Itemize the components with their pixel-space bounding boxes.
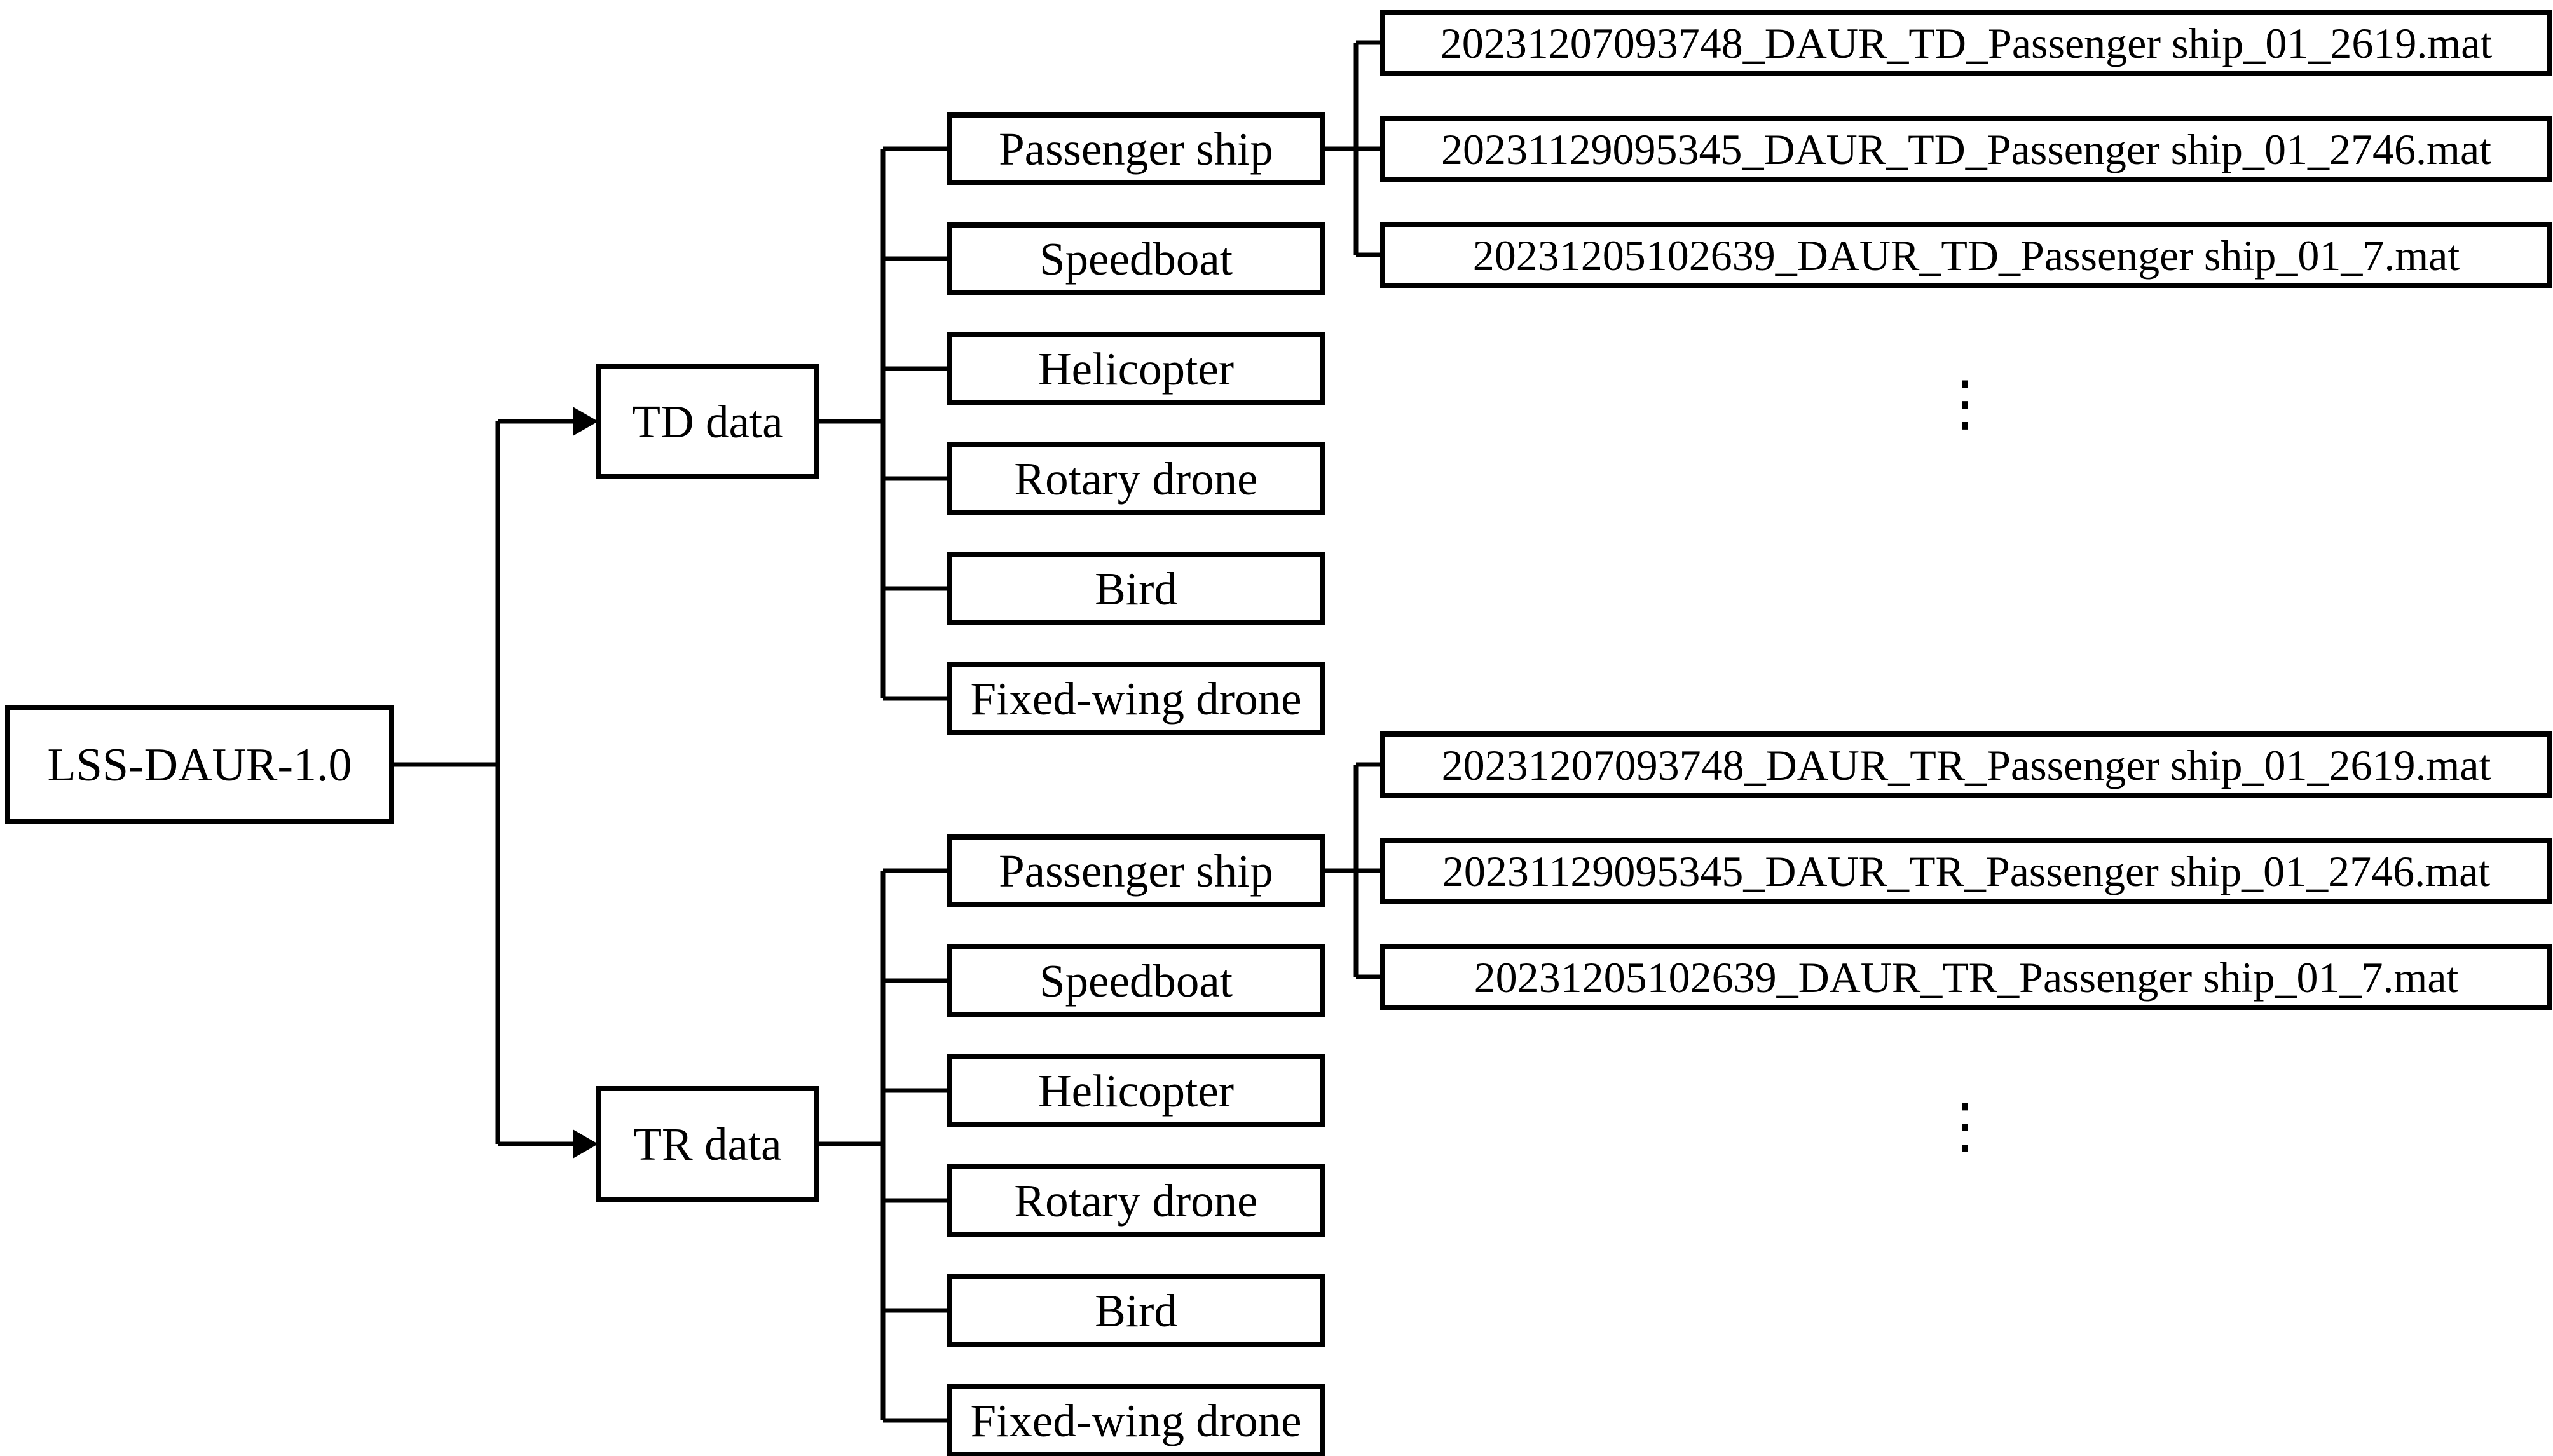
node-box	[947, 222, 1325, 295]
td-category-speedboat: Speedboat	[947, 222, 1325, 295]
td-arrowhead-icon	[573, 407, 598, 436]
tr-file-1: 20231207093748_DAUR_TR_Passenger ship_01…	[1380, 731, 2552, 798]
node-label: Bird	[1095, 563, 1177, 615]
node-label: Speedboat	[1039, 955, 1233, 1007]
node-label: Passenger ship	[999, 123, 1273, 175]
node-label: LSS-DAUR-1.0	[48, 739, 352, 791]
tr-more-files-ellipsis-icon: ⋮	[1934, 1090, 1995, 1161]
node-box	[596, 1086, 819, 1202]
node-label: 20231207093748_DAUR_TD_Passenger ship_01…	[1441, 19, 2493, 67]
node-box	[1380, 10, 2552, 76]
node-box	[947, 1384, 1325, 1456]
node-label: TR data	[633, 1119, 781, 1170]
td-file-2: 20231129095345_DAUR_TD_Passenger ship_01…	[1380, 116, 2552, 182]
node-label: Fixed-wing drone	[970, 673, 1301, 725]
node-label: Fixed-wing drone	[970, 1395, 1301, 1446]
td-category-helicopter: Helicopter	[947, 332, 1325, 405]
tr-file-2: 20231129095345_DAUR_TR_Passenger ship_01…	[1380, 838, 2552, 904]
node-box	[947, 1274, 1325, 1347]
node-box	[947, 332, 1325, 405]
node-label: 20231205102639_DAUR_TR_Passenger ship_01…	[1474, 953, 2459, 1002]
node-box	[596, 364, 819, 479]
node-label: Passenger ship	[999, 845, 1273, 897]
node-label: Rotary drone	[1014, 1175, 1257, 1227]
node-box	[1380, 731, 2552, 798]
node-box	[1380, 838, 2552, 904]
connector-lines	[392, 40, 1383, 1423]
node-dataset-root: LSS-DAUR-1.0	[5, 705, 394, 824]
tr-category-speedboat: Speedboat	[947, 944, 1325, 1017]
node-box	[947, 944, 1325, 1017]
node-box	[947, 1164, 1325, 1237]
tr-category-fixed-wing-drone: Fixed-wing drone	[947, 1384, 1325, 1456]
node-box	[5, 705, 394, 824]
tr-file-3: 20231205102639_DAUR_TR_Passenger ship_01…	[1380, 944, 2552, 1010]
node-label: 20231129095345_DAUR_TR_Passenger ship_01…	[1442, 847, 2490, 895]
node-label: Helicopter	[1038, 1065, 1234, 1117]
tr-category-rotary-drone: Rotary drone	[947, 1164, 1325, 1237]
node-label: Bird	[1095, 1285, 1177, 1337]
node-label: 20231129095345_DAUR_TD_Passenger ship_01…	[1441, 125, 2491, 173]
node-box	[1380, 116, 2552, 182]
td-more-files-ellipsis-icon: ⋮	[1934, 367, 1995, 439]
node-box	[947, 442, 1325, 515]
tr-category-bird: Bird	[947, 1274, 1325, 1347]
node-label: Speedboat	[1039, 233, 1233, 285]
node-tr-data: TR data	[596, 1086, 819, 1202]
tr-arrowhead-icon	[573, 1129, 598, 1159]
td-category-rotary-drone: Rotary drone	[947, 442, 1325, 515]
tr-category-helicopter: Helicopter	[947, 1054, 1325, 1127]
td-file-1: 20231207093748_DAUR_TD_Passenger ship_01…	[1380, 10, 2552, 76]
node-box	[947, 662, 1325, 735]
node-box	[1380, 944, 2552, 1010]
td-category-bird: Bird	[947, 552, 1325, 625]
td-file-3: 20231205102639_DAUR_TD_Passenger ship_01…	[1380, 222, 2552, 288]
node-td-data: TD data	[596, 364, 819, 479]
td-category-passenger-ship: Passenger ship	[947, 112, 1325, 185]
node-box	[1380, 222, 2552, 288]
node-label: 20231207093748_DAUR_TR_Passenger ship_01…	[1442, 741, 2491, 789]
node-label: TD data	[632, 396, 783, 447]
node-box	[947, 1054, 1325, 1127]
td-category-fixed-wing-drone: Fixed-wing drone	[947, 662, 1325, 735]
node-label: Rotary drone	[1014, 453, 1257, 505]
node-box	[947, 112, 1325, 185]
node-label: Helicopter	[1038, 343, 1234, 395]
node-box	[947, 552, 1325, 625]
node-box	[947, 834, 1325, 907]
tr-category-passenger-ship: Passenger ship	[947, 834, 1325, 907]
node-label: 20231205102639_DAUR_TD_Passenger ship_01…	[1473, 231, 2460, 280]
